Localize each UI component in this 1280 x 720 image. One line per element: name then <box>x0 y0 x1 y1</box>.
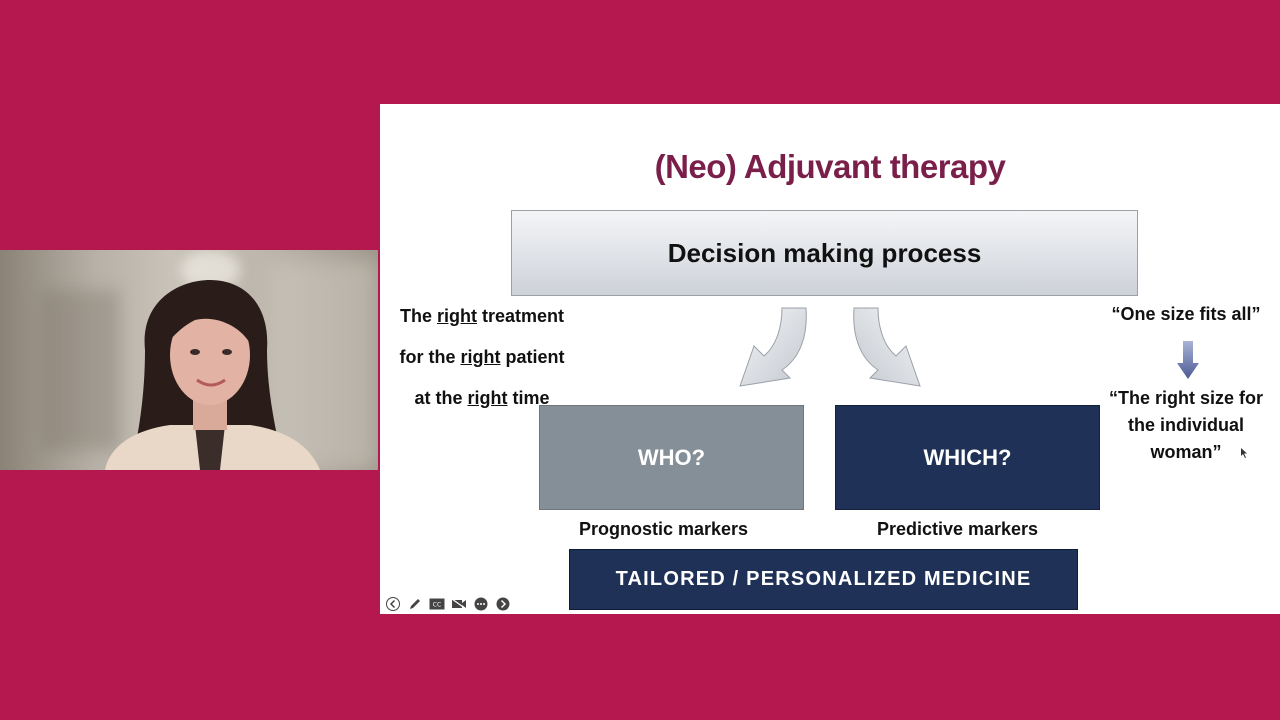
back-icon <box>386 597 400 611</box>
background-blur <box>270 260 378 470</box>
tailored-medicine-banner: TAILORED / PERSONALIZED MEDICINE <box>569 549 1078 610</box>
forward-icon <box>496 597 510 611</box>
more-icon <box>474 597 488 611</box>
pen-icon <box>410 599 420 609</box>
text-part: The <box>399 306 437 326</box>
presentation-slide: (Neo) Adjuvant therapy Decision making p… <box>380 104 1280 614</box>
left-text-line-2: for the right patient <box>382 337 582 378</box>
back-button[interactable] <box>384 597 402 611</box>
presenter-avatar <box>105 280 320 470</box>
decision-box: Decision making process <box>511 210 1138 296</box>
who-box-label: WHO? <box>637 444 706 470</box>
captions-icon: CC <box>429 598 445 610</box>
left-text-line-3: at the right time <box>382 378 582 419</box>
text-part: at the <box>414 388 468 408</box>
underlined-word: right <box>460 347 501 367</box>
forward-button[interactable] <box>494 597 512 611</box>
left-text-line-1: The right treatment <box>382 296 582 337</box>
which-box: WHICH? <box>835 405 1100 510</box>
text-part: time <box>507 388 550 408</box>
video-off-button[interactable] <box>450 597 468 611</box>
underlined-word: right <box>436 306 477 326</box>
down-arrow-icon <box>1177 341 1199 379</box>
slide-toolbar: CC <box>380 596 512 612</box>
decision-box-label: Decision making process <box>667 237 982 268</box>
mouse-cursor-icon <box>1241 448 1247 458</box>
text-part: for the <box>399 347 461 367</box>
right-size-line-1: “The right size for <box>1108 388 1263 408</box>
captions-button[interactable]: CC <box>428 597 446 611</box>
background-blur <box>40 290 120 450</box>
curved-arrow-left-icon <box>739 307 807 387</box>
right-size-line-3: woman” <box>1150 442 1222 462</box>
left-text-block: The right treatment for the right patien… <box>382 296 582 419</box>
right-size-line-2: the individual <box>1127 415 1244 435</box>
svg-text:CC: CC <box>433 602 441 609</box>
pen-button[interactable] <box>406 597 424 611</box>
tailored-banner-label: TAILORED / PERSONALIZED MEDICINE <box>615 568 1032 590</box>
which-box-label: WHICH? <box>923 444 1012 470</box>
slide-title: (Neo) Adjuvant therapy <box>654 148 1006 185</box>
text-part: patient <box>500 347 565 367</box>
more-options-button[interactable] <box>472 597 490 611</box>
underlined-word: right <box>467 388 508 408</box>
prognostic-markers-label: Prognostic markers <box>578 519 749 539</box>
video-off-icon <box>451 598 467 610</box>
who-box: WHO? <box>539 405 804 510</box>
text-part: treatment <box>476 306 565 326</box>
curved-arrow-right-icon <box>853 307 921 387</box>
predictive-markers-label: Predictive markers <box>876 519 1039 539</box>
webcam-feed <box>0 250 378 470</box>
one-size-quote: “One size fits all” <box>1111 304 1261 324</box>
right-size-quote: “The right size for the individual woman… <box>1096 385 1276 466</box>
